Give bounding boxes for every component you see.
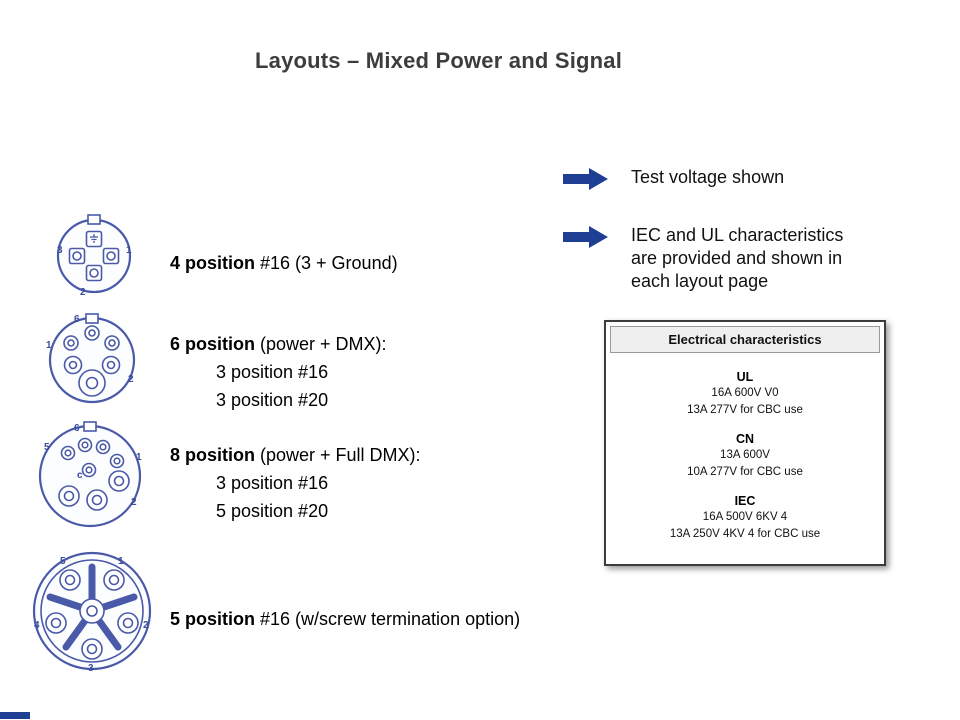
slide-footer-accent [0,712,30,719]
connector-5-position-diagram: 5 1 2 3 4 [32,551,152,674]
page-title: Layouts – Mixed Power and Signal [255,48,623,73]
pin-label: 3 [88,663,94,674]
pin-label: 6 [74,423,80,434]
electrical-section-iec: IEC 16A 500V 6KV 4 13A 250V 4KV 4 for CB… [610,493,880,543]
item-subline: 5 position #20 [216,501,329,521]
item-label: 5 position #16 (w/screw termination opti… [170,605,520,633]
item-rest-text: #16 (w/screw termination option) [255,609,521,629]
section-name: IEC [734,494,756,508]
item-label: 4 position #16 (3 + Ground) [170,249,398,277]
connector-6-position-diagram: 1 6 2 [46,313,136,404]
electrical-characteristics-body: UL 16A 600V V0 13A 277V for CBC use CN 1… [610,353,880,543]
connector-4-position-diagram: 3 1 2 [56,214,132,298]
item-subline: 3 position #16 [216,362,329,382]
rating-line: 10A 277V for CBC use [687,466,803,478]
rating-line: 13A 250V 4KV 4 for CBC use [669,528,821,540]
item-rest-text: (power + Full DMX): [255,445,421,465]
item-bold-text: 8 position [170,445,255,465]
item-6-position: 6 position (power + DMX): 3 position #16… [170,330,387,414]
item-bold-text: 6 position [170,334,255,354]
pin-label: 3 [57,245,63,256]
arrow-icon [563,168,608,190]
callout-iec-ul: IEC and UL characteristics are provided … [563,224,861,293]
item-subline: 3 position #20 [216,390,329,410]
item-5-position: 5 position #16 (w/screw termination opti… [170,605,520,633]
pin-label: 6 [74,314,80,325]
ground-symbol [90,234,98,243]
item-subline: 3 position #16 [216,473,329,493]
item-4-position: 4 position #16 (3 + Ground) [170,249,398,277]
pin-label: 2 [131,497,137,508]
item-rest-text: (power + DMX): [255,334,387,354]
connector-8-position-diagram: 5 6 1 2 c [38,421,142,528]
item-8-position: 8 position (power + Full DMX): 3 positio… [170,441,421,525]
rating-line: 16A 500V 6KV 4 [702,511,788,523]
pin-label: 4 [34,620,40,631]
callout-text: IEC and UL characteristics are provided … [631,225,844,291]
callout-test-voltage: Test voltage shown [563,166,784,191]
pin-label: 2 [128,374,134,385]
callout-text: Test voltage shown [631,167,785,187]
pin-label: 2 [143,620,149,631]
pin-label: 2 [80,287,86,298]
electrical-section-cn: CN 13A 600V 10A 277V for CBC use [610,431,880,481]
rating-line: 13A 600V [720,449,770,461]
rating-line: 13A 277V for CBC use [687,404,803,416]
pin-label: 1 [118,556,124,567]
item-label: 6 position (power + DMX): [170,330,387,358]
electrical-characteristics-title: Electrical characteristics [610,326,880,353]
item-label: 8 position (power + Full DMX): [170,441,421,469]
electrical-section-ul: UL 16A 600V V0 13A 277V for CBC use [610,369,880,419]
item-bold-text: 4 position [170,253,255,273]
section-name: UL [736,370,754,384]
item-rest-text: #16 (3 + Ground) [255,253,398,273]
electrical-characteristics-panel: Electrical characteristics UL 16A 600V V… [604,320,886,566]
item-bold-text: 5 position [170,609,255,629]
pin-label: 1 [126,245,132,256]
rating-line: 16A 600V V0 [711,387,779,399]
section-name: CN [735,432,755,446]
pin-label: 1 [136,452,142,463]
arrow-icon [563,226,608,248]
pin-label: c [77,470,83,481]
pin-label: 5 [44,442,50,453]
pin-label: 1 [46,340,52,351]
pin-label: 5 [60,556,66,567]
